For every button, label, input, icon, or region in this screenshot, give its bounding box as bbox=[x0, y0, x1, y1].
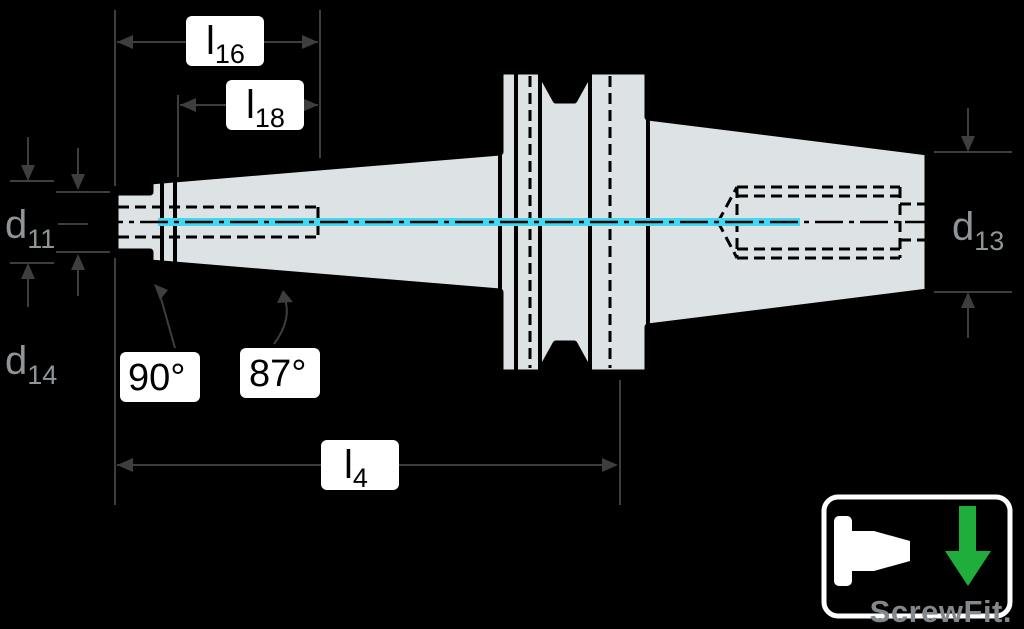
label-angle-90: 90° bbox=[128, 357, 185, 399]
d11-arrow-top-icon bbox=[71, 174, 85, 190]
screwfit-logo: ScrewFit. bbox=[821, 494, 1013, 629]
box-labels: l16 l18 l4 90° 87° bbox=[128, 19, 368, 493]
thread-chamfer-bottom bbox=[716, 221, 739, 259]
label-d13: d13 bbox=[952, 205, 1004, 256]
diameter-labels: d11 d14 d13 bbox=[5, 203, 1004, 390]
label-box-l18 bbox=[226, 80, 304, 130]
l18-arrow-left-icon bbox=[180, 98, 196, 112]
angle90-leader bbox=[159, 294, 176, 349]
l16-arrow-left-icon bbox=[117, 35, 133, 49]
tool-silhouette-icon bbox=[834, 516, 910, 586]
label-boxes bbox=[120, 16, 399, 490]
label-d14: d14 bbox=[5, 339, 57, 390]
screwfit-logo-text: ScrewFit. bbox=[870, 594, 1012, 629]
screwfit-logo-frame bbox=[821, 494, 1013, 619]
tool-silhouette-body bbox=[852, 531, 874, 571]
angle87-arrow-icon bbox=[277, 290, 293, 303]
label-angle-87: 87° bbox=[249, 353, 306, 395]
thread-chamfer-top bbox=[716, 186, 739, 223]
d13-arrow-top-icon bbox=[961, 136, 975, 152]
green-down-arrow-icon bbox=[945, 506, 991, 586]
label-l16: l16 bbox=[206, 19, 245, 69]
l4-arrow-right-icon bbox=[602, 458, 618, 472]
tool-silhouette-taper bbox=[874, 531, 910, 571]
d11-arrow-bottom-icon bbox=[71, 254, 85, 270]
l16-arrow-right-icon bbox=[302, 35, 318, 49]
label-box-angle87 bbox=[240, 348, 320, 398]
tool-holder bbox=[95, 67, 945, 377]
d13-arrow-bottom-icon bbox=[961, 292, 975, 308]
label-box-l16 bbox=[186, 16, 264, 66]
l4-arrow-left-icon bbox=[117, 458, 133, 472]
label-box-angle90 bbox=[120, 352, 200, 402]
dimension-arrowheads bbox=[21, 35, 975, 472]
label-box-l4 bbox=[321, 440, 399, 490]
tool-silhouette-back bbox=[834, 516, 852, 586]
angle90-arrow-icon bbox=[154, 284, 168, 300]
label-d11: d11 bbox=[5, 203, 55, 254]
d14-arrow-top-icon bbox=[21, 165, 35, 181]
l18-arrow-right-icon bbox=[302, 98, 318, 112]
label-l18: l18 bbox=[246, 83, 285, 133]
dimensions bbox=[10, 10, 1012, 505]
d14-arrow-bottom-icon bbox=[21, 263, 35, 279]
label-l4: l4 bbox=[344, 443, 368, 493]
